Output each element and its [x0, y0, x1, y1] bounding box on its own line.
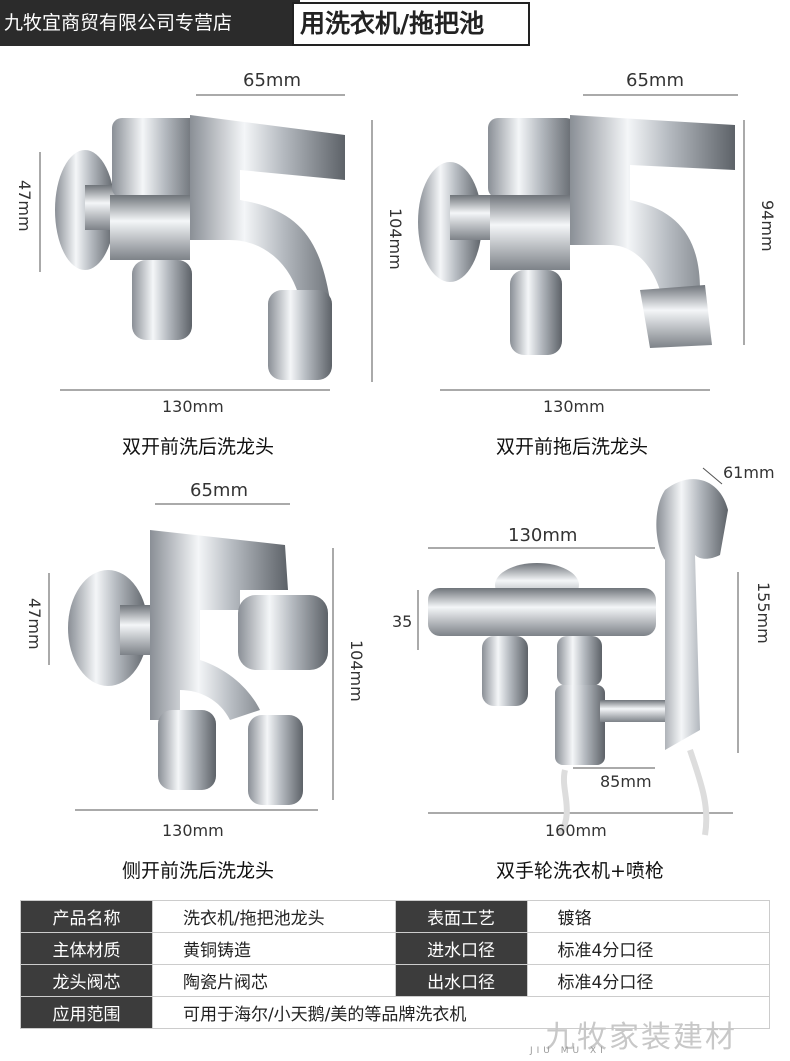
p1-width-label: 65mm — [243, 70, 301, 91]
page-title: 用洗衣机/拖把池 — [292, 2, 530, 46]
p3-caption: 侧开前洗后洗龙头 — [122, 860, 275, 882]
spec-key: 主体材质 — [20, 932, 153, 965]
spec-value: 标准4分口径 — [526, 932, 771, 965]
p3-right-height-label: 104mm — [347, 640, 366, 702]
p4-caption: 双手轮洗衣机+喷枪 — [496, 860, 664, 882]
p1-caption: 双开前洗后洗龙头 — [122, 436, 275, 458]
p2-right-height-label: 94mm — [758, 200, 777, 252]
p2-caption: 双开前拖后洗龙头 — [496, 436, 649, 458]
table-row: 产品名称 洗衣机/拖把池龙头 表面工艺 镀铬 — [20, 900, 771, 933]
spec-value: 陶瓷片阀芯 — [151, 964, 396, 997]
p1-length-label: 130mm — [162, 397, 224, 416]
p4-length-label: 160mm — [545, 821, 607, 840]
table-row: 龙头阀芯 陶瓷片阀芯 出水口径 标准4分口径 — [20, 964, 771, 997]
p3-left-height-label: 47mm — [25, 598, 44, 650]
spec-key: 产品名称 — [20, 900, 153, 933]
spec-table: 产品名称 洗衣机/拖把池龙头 表面工艺 镀铬 主体材质 黄铜铸造 进水口径 标准… — [20, 900, 771, 1029]
faucet-image-2 — [418, 115, 735, 355]
p3-length-label: 130mm — [162, 821, 224, 840]
spec-value: 镀铬 — [526, 900, 771, 933]
spec-key: 出水口径 — [394, 964, 528, 997]
p4-left-height-label: 35 — [392, 612, 413, 631]
spec-value: 洗衣机/拖把池龙头 — [151, 900, 396, 933]
p1-left-height-label: 47mm — [15, 180, 34, 232]
spec-key: 表面工艺 — [394, 900, 528, 933]
spec-value: 可用于海尔/小天鹅/美的等品牌洗衣机 — [151, 996, 771, 1029]
spec-value: 标准4分口径 — [526, 964, 771, 997]
p4-top-width-label: 130mm — [508, 525, 578, 546]
faucet-image-1 — [55, 115, 345, 380]
faucet-image-3 — [68, 530, 328, 805]
watermark-subtext: JIU MU XI — [530, 1046, 607, 1056]
p1-right-height-label: 104mm — [386, 208, 405, 270]
watermark-logo: 九牧家装建材 — [545, 1020, 737, 1055]
p2-width-label: 65mm — [626, 70, 684, 91]
p4-mid-width-label: 85mm — [600, 772, 652, 791]
spec-key: 龙头阀芯 — [20, 964, 153, 997]
spec-key: 进水口径 — [394, 932, 528, 965]
faucet-image-4 — [428, 479, 728, 837]
p4-right-height-label: 155mm — [754, 582, 773, 644]
p2-length-label: 130mm — [543, 397, 605, 416]
store-name-banner: 九牧宜商贸有限公司专营店 — [0, 0, 300, 46]
p4-sprayer-depth-label: 61mm — [723, 463, 775, 482]
spec-key: 应用范围 — [20, 996, 153, 1029]
table-row: 应用范围 可用于海尔/小天鹅/美的等品牌洗衣机 — [20, 996, 771, 1029]
spec-value: 黄铜铸造 — [151, 932, 396, 965]
p3-width-label: 65mm — [190, 480, 248, 501]
table-row: 主体材质 黄铜铸造 进水口径 标准4分口径 — [20, 932, 771, 965]
